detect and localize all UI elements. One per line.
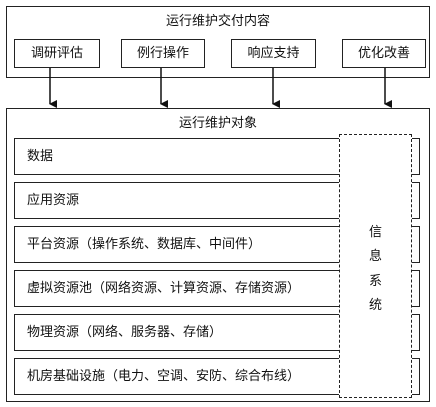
layer-application-label: 应用资源 — [27, 193, 80, 208]
delivery-item-research: 调研评估 — [14, 39, 100, 68]
delivery-item-response: 响应支持 — [231, 39, 316, 68]
layer-data-label: 数据 — [27, 149, 54, 164]
layer-platform-label: 平台资源（操作系统、数据库、中间件） — [27, 237, 262, 252]
layer-facility-label: 机房基础设施（电力、空调、安防、综合布线） — [27, 369, 301, 384]
layer-virtual-pool-label: 虚拟资源池（网络资源、计算资源、存储资源） — [27, 281, 301, 296]
delivery-item-optimize: 优化改善 — [342, 39, 426, 68]
info-system-char-3: 系 — [368, 273, 382, 289]
info-system-char-2: 息 — [368, 249, 382, 265]
info-system-label: 信 息 系 统 — [339, 226, 412, 312]
info-system-char-1: 信 — [368, 225, 382, 240]
objects-title: 运行维护对象 — [178, 115, 257, 131]
delivery-item-routine: 例行操作 — [121, 39, 205, 68]
layer-physical-label: 物理资源（网络、服务器、存储） — [27, 325, 223, 340]
delivery-title: 运行维护交付内容 — [165, 13, 270, 29]
info-system-char-4: 统 — [368, 297, 382, 313]
info-system-column — [339, 134, 412, 398]
